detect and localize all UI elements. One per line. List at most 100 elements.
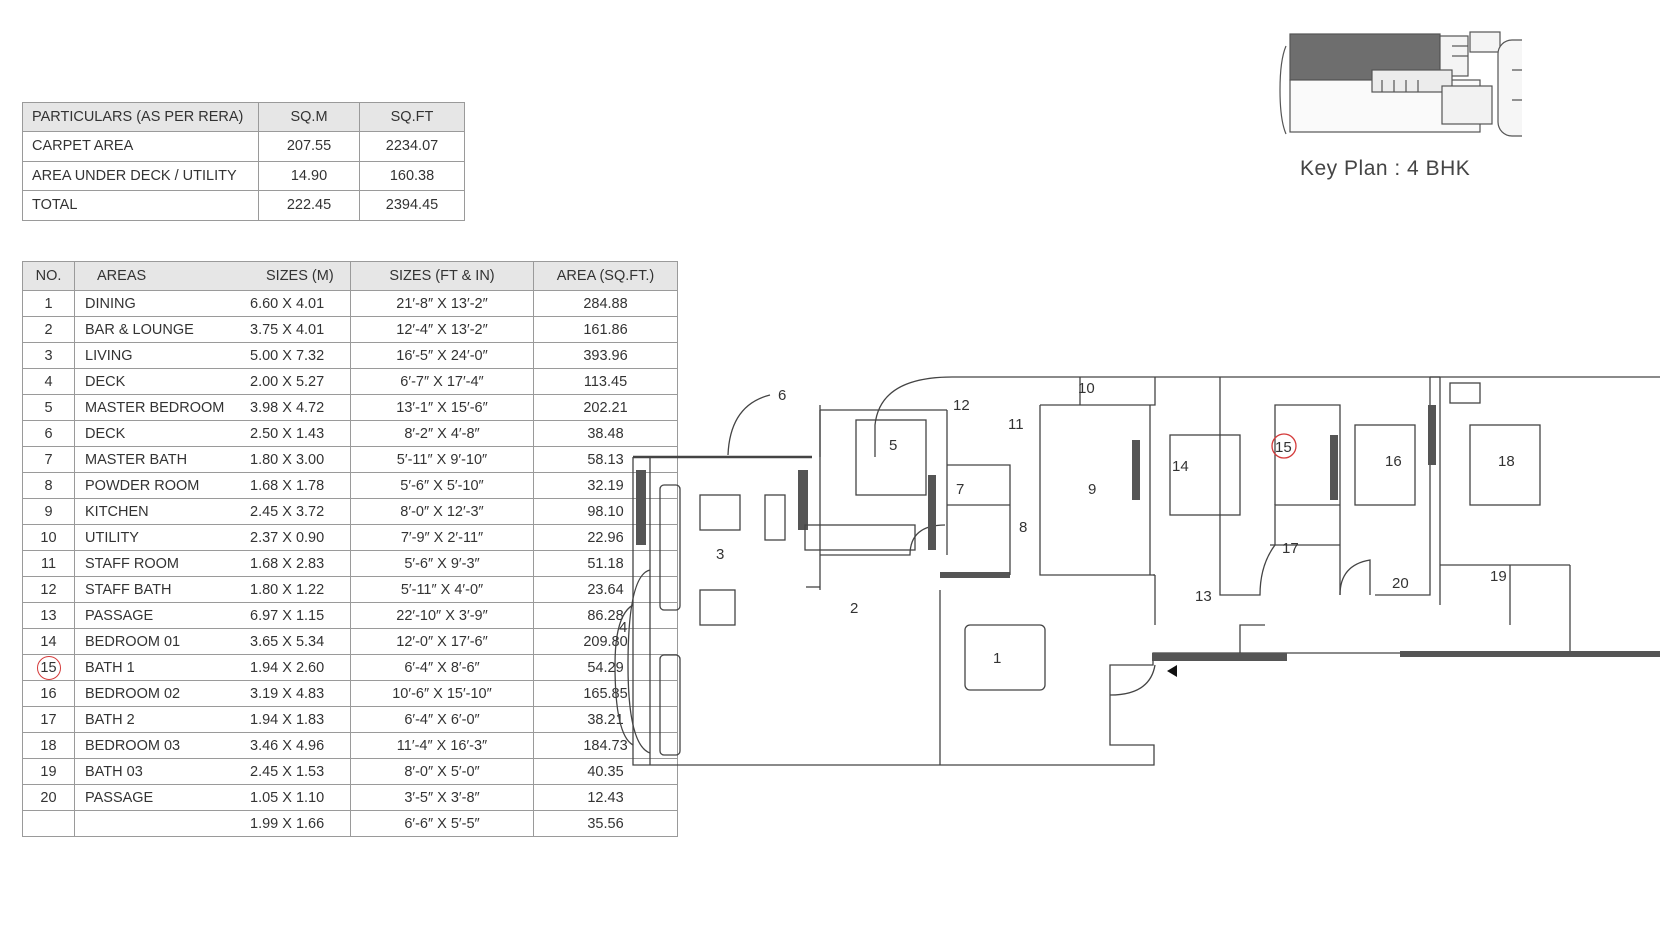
areas-cell: 15 bbox=[22, 654, 75, 681]
areas-cell: 5′-6″ X 9′-3″ bbox=[350, 550, 534, 577]
areas-cell: UTILITY bbox=[74, 524, 250, 551]
rera-cell: 2394.45 bbox=[359, 190, 465, 221]
areas-cell: KITCHEN bbox=[74, 498, 250, 525]
areas-cell: 10 bbox=[22, 524, 75, 551]
areas-cell: 38.48 bbox=[533, 420, 678, 447]
areas-cell bbox=[22, 810, 75, 837]
areas-cell: 16′-5″ X 24′-0″ bbox=[350, 342, 534, 369]
rera-cell: 222.45 bbox=[258, 190, 360, 221]
areas-cell: 11′-4″ X 16′-3″ bbox=[350, 732, 534, 759]
floor-plan: 1 2 3 4 5 6 7 8 9 10 11 12 13 14 15 16 1… bbox=[614, 376, 1660, 766]
areas-cell: 2 bbox=[22, 316, 75, 343]
areas-cell: 5′-11″ X 9′-10″ bbox=[350, 446, 534, 473]
room-label-4: 4 bbox=[619, 619, 627, 636]
areas-cell: 393.96 bbox=[533, 342, 678, 369]
areas-cell: 2.00 X 5.27 bbox=[250, 368, 351, 395]
room-label-17: 17 bbox=[1282, 540, 1299, 557]
areas-cell: BATH 03 bbox=[74, 758, 250, 785]
room-15-highlight-circle bbox=[1271, 433, 1297, 459]
areas-cell: 10′-6″ X 15′-10″ bbox=[350, 680, 534, 707]
room-label-3: 3 bbox=[716, 546, 724, 563]
room-label-8: 8 bbox=[1019, 519, 1027, 536]
areas-cell: BEDROOM 03 bbox=[74, 732, 250, 759]
areas-cell: 2.45 X 3.72 bbox=[250, 498, 351, 525]
areas-cell: 6.97 X 1.15 bbox=[250, 602, 351, 629]
areas-cell: BATH 2 bbox=[74, 706, 250, 733]
areas-cell: STAFF ROOM bbox=[74, 550, 250, 577]
areas-cell: 98.10 bbox=[533, 498, 678, 525]
areas-cell: 113.45 bbox=[533, 368, 678, 395]
rera-cell: CARPET AREA bbox=[22, 131, 259, 162]
areas-cell: 3.65 X 5.34 bbox=[250, 628, 351, 655]
areas-cell: 2.50 X 1.43 bbox=[250, 420, 351, 447]
room-label-20: 20 bbox=[1392, 575, 1409, 592]
entry-arrow-icon bbox=[1167, 665, 1177, 677]
areas-cell: 19 bbox=[22, 758, 75, 785]
room-label-16: 16 bbox=[1385, 453, 1402, 470]
key-plan bbox=[1279, 31, 1522, 137]
areas-cell: 7′-9″ X 2′-11″ bbox=[350, 524, 534, 551]
room-labels: 1 2 3 4 5 6 7 8 9 10 11 12 13 14 15 16 1… bbox=[619, 380, 1515, 667]
areas-cell: 3 bbox=[22, 342, 75, 369]
areas-cell: 40.35 bbox=[533, 758, 678, 785]
areas-cell: 12 bbox=[22, 576, 75, 603]
areas-cell: PASSAGE bbox=[74, 784, 250, 811]
areas-cell: 11 bbox=[22, 550, 75, 577]
areas-cell: BAR & LOUNGE bbox=[74, 316, 250, 343]
areas-cell: 21′-8″ X 13′-2″ bbox=[350, 290, 534, 317]
areas-cell: 3.98 X 4.72 bbox=[250, 394, 351, 421]
areas-cell bbox=[74, 810, 250, 837]
rera-header-sqft: SQ.FT bbox=[359, 102, 465, 132]
areas-cell: DECK bbox=[74, 368, 250, 395]
areas-table: NO. AREAS SIZES (M) SIZES (FT & IN) AREA… bbox=[22, 261, 678, 837]
areas-cell: 20 bbox=[22, 784, 75, 811]
areas-cell: STAFF BATH bbox=[74, 576, 250, 603]
areas-cell: 6.60 X 4.01 bbox=[250, 290, 351, 317]
areas-cell: 51.18 bbox=[533, 550, 678, 577]
areas-cell: 12′-4″ X 13′-2″ bbox=[350, 316, 534, 343]
areas-cell: 184.73 bbox=[533, 732, 678, 759]
rera-cell: AREA UNDER DECK / UTILITY bbox=[22, 160, 259, 191]
areas-cell: 18 bbox=[22, 732, 75, 759]
areas-cell: 7 bbox=[22, 446, 75, 473]
room-label-1: 1 bbox=[993, 650, 1001, 667]
areas-cell: 23.64 bbox=[533, 576, 678, 603]
room-label-13: 13 bbox=[1195, 588, 1212, 605]
room-label-7: 7 bbox=[956, 481, 964, 498]
areas-cell: LIVING bbox=[74, 342, 250, 369]
areas-cell: 1.80 X 3.00 bbox=[250, 446, 351, 473]
areas-cell: 3.46 X 4.96 bbox=[250, 732, 351, 759]
areas-cell: 16 bbox=[22, 680, 75, 707]
areas-cell: 3′-5″ X 3′-8″ bbox=[350, 784, 534, 811]
areas-cell: 38.21 bbox=[533, 706, 678, 733]
areas-cell: 2.37 X 0.90 bbox=[250, 524, 351, 551]
areas-cell: 1.68 X 2.83 bbox=[250, 550, 351, 577]
areas-cell: 8′-0″ X 12′-3″ bbox=[350, 498, 534, 525]
areas-cell: BEDROOM 01 bbox=[74, 628, 250, 655]
areas-header-areas: AREAS bbox=[74, 261, 250, 291]
room-label-6: 6 bbox=[778, 387, 786, 404]
rera-cell: 207.55 bbox=[258, 131, 360, 162]
room-label-9: 9 bbox=[1088, 481, 1096, 498]
areas-cell: 22′-10″ X 3′-9″ bbox=[350, 602, 534, 629]
areas-header-area-sqft: AREA (SQ.FT.) bbox=[533, 261, 678, 291]
